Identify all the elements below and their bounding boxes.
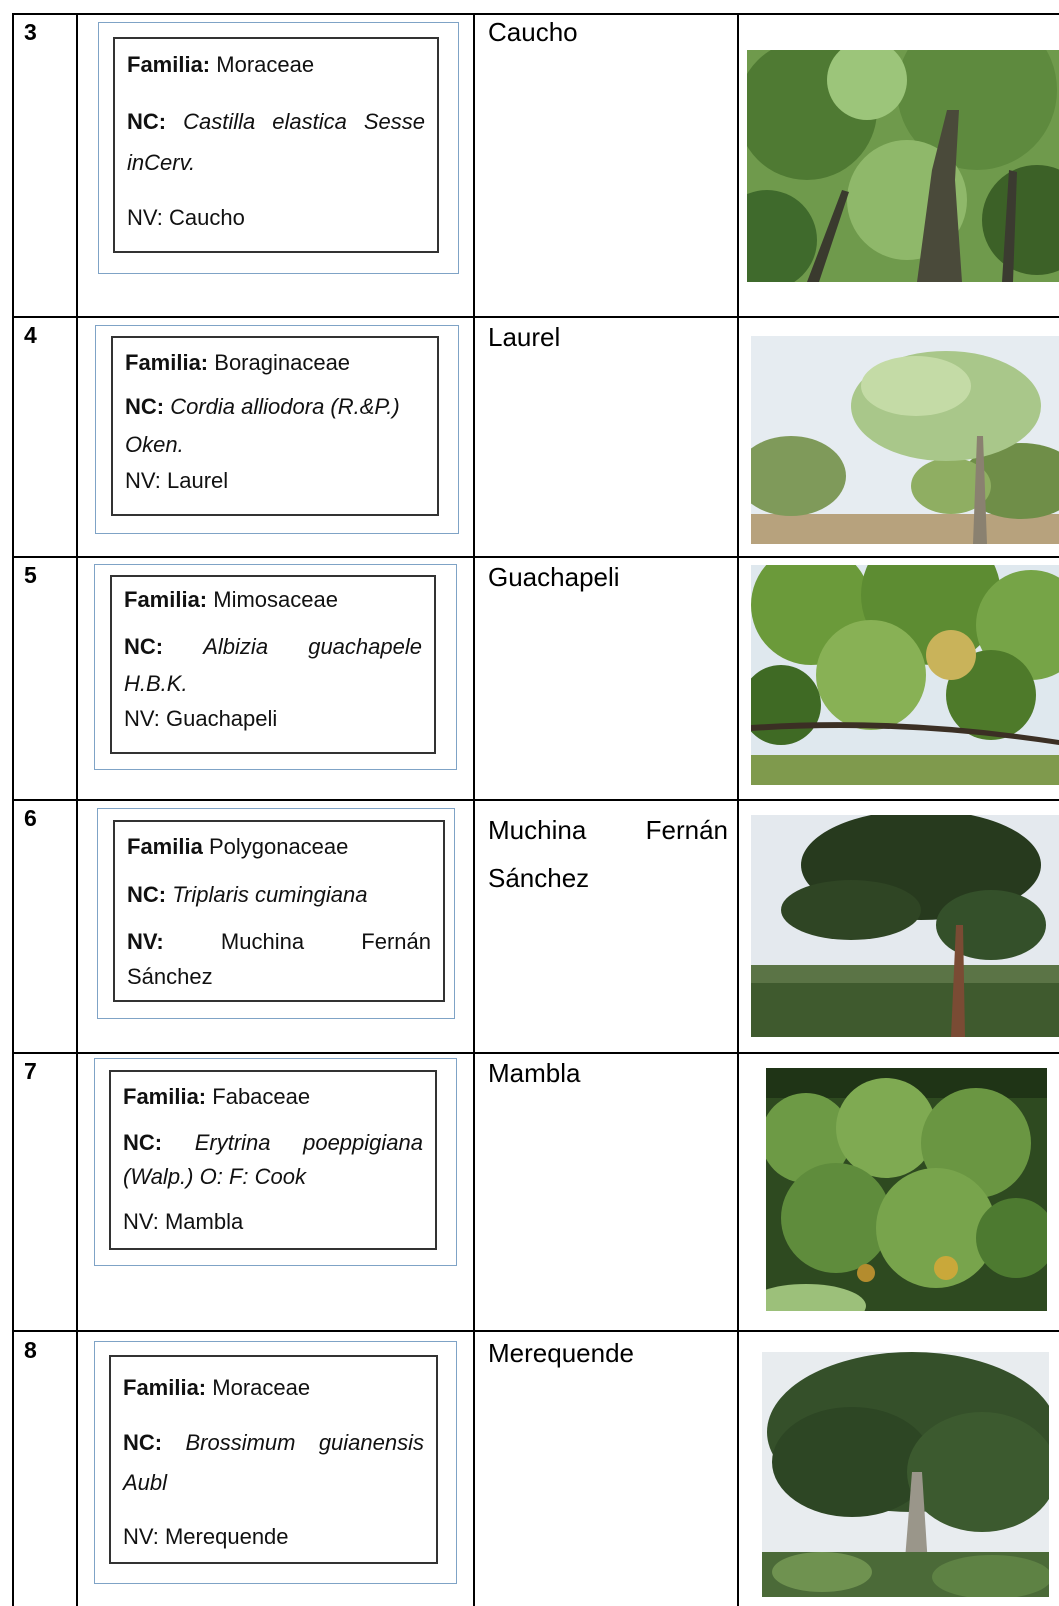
family-value: Fabaceae [212, 1084, 311, 1109]
common-name-word: Sánchez [488, 863, 590, 893]
scientific-name-label: NC: [125, 394, 165, 419]
common-name: Caucho [488, 17, 578, 47]
row-divider [12, 316, 1059, 318]
scientific-name-line: Triplaris cumingiana [172, 882, 368, 907]
column-divider [12, 14, 14, 1606]
tree-photo-laurel [751, 336, 1059, 544]
row-number: 8 [24, 1337, 37, 1363]
family-value: Moraceae [216, 52, 315, 77]
row-number: 7 [24, 1058, 37, 1084]
vernacular-name-value: Merequende [164, 1524, 289, 1549]
label-card-frame [94, 1341, 457, 1584]
family-label: Familia: [125, 350, 209, 375]
tree-photo-mambla [766, 1068, 1047, 1311]
tree-photo-merequende [762, 1352, 1049, 1597]
row-number: 5 [24, 562, 37, 588]
label-card: Familia: Fabaceae NC: Erytrina poeppigiana… [109, 1070, 437, 1250]
common-name-word: Muchina [488, 815, 587, 845]
label-card-frame [94, 564, 457, 770]
column-divider [76, 14, 78, 1606]
scientific-name-line: Oken. [125, 432, 184, 457]
label-card: Familia: Moraceae NC: Castilla elastica Ses… [113, 37, 439, 253]
tree-photo-muchina [751, 815, 1059, 1037]
scientific-name-line: H.B.K. [124, 671, 188, 696]
scientific-name-label: NC: [124, 634, 164, 659]
scientific-name-word: Erytrina [194, 1130, 271, 1155]
scientific-name-word: Castilla [183, 109, 256, 134]
row-number: 6 [24, 805, 37, 831]
scientific-name-word: Brossimum [185, 1430, 296, 1455]
family-label: Familia: [123, 1084, 207, 1109]
column-divider [473, 14, 475, 1606]
family-value: Mimosaceae [213, 587, 338, 612]
label-card: Familia: Mimosaceae NC: Albizia guachapele… [110, 575, 436, 754]
row-number: 3 [24, 19, 37, 45]
common-name: Guachapeli [488, 562, 620, 592]
column-divider [737, 14, 739, 1606]
row-divider [12, 1052, 1059, 1054]
scientific-name-word: Sesse [363, 109, 425, 134]
label-card-frame [98, 22, 459, 274]
label-card-frame [94, 1058, 457, 1266]
label-card-frame [97, 808, 455, 1019]
family-label: Familia [127, 834, 203, 859]
family-value: Boraginaceae [214, 350, 351, 375]
vernacular-name-label: NV: [127, 205, 163, 230]
scientific-name-word: Albizia [203, 634, 269, 659]
common-name: Laurel [488, 322, 561, 352]
family-label: Familia: [127, 52, 211, 77]
vernacular-name-value: Laurel [166, 468, 229, 493]
family-label: Familia: [123, 1375, 207, 1400]
common-name-word: Fernán [645, 815, 728, 845]
vernacular-name-label: NV: [125, 468, 161, 493]
label-card: Familia: Moraceae NC: Brossimum guianensis… [109, 1355, 438, 1564]
row-divider [12, 556, 1059, 558]
scientific-name-line: Cordia alliodora (R.&P.) [170, 394, 400, 419]
vernacular-name-value: Mambla [164, 1209, 244, 1234]
vernacular-name-value: Caucho [168, 205, 245, 230]
scientific-name-line: inCerv. [127, 150, 196, 175]
vernacular-name-word: Fernán [361, 929, 431, 954]
vernacular-name-line: Sánchez [127, 964, 213, 989]
tree-photo-caucho [747, 50, 1059, 282]
row-divider [12, 1330, 1059, 1332]
scientific-name-word: elastica [272, 109, 347, 134]
scientific-name-word: guachapele [308, 634, 422, 659]
common-name: Merequende [488, 1338, 634, 1368]
scientific-name-word: poeppigiana [303, 1130, 423, 1155]
vernacular-name-label: NV: [127, 929, 164, 954]
scientific-name-line: Aubl [123, 1470, 168, 1495]
scientific-name-label: NC: [127, 109, 167, 134]
label-card: Familia: Boraginaceae NC: Cordia alliodo… [111, 336, 439, 516]
vernacular-name-label: NV: [123, 1524, 159, 1549]
scientific-name-word: guianensis [318, 1430, 424, 1455]
vernacular-name-value: Guachapeli [165, 706, 278, 731]
row-number: 4 [24, 322, 37, 348]
row-divider [12, 799, 1059, 801]
tree-photo-guachapeli [751, 565, 1059, 785]
vernacular-name-label: NV: [124, 706, 160, 731]
vernacular-name-word: Muchina [220, 929, 305, 954]
common-name: Mambla [488, 1058, 581, 1088]
table-top-rule [12, 13, 1059, 15]
vernacular-name-label: NV: [123, 1209, 159, 1234]
label-card-frame [95, 325, 459, 534]
scientific-name-line: (Walp.) O: F: Cook [123, 1164, 306, 1189]
family-label: Familia: [124, 587, 208, 612]
scientific-name-label: NC: [127, 882, 167, 907]
scientific-name-label: NC: [123, 1130, 163, 1155]
family-value: Moraceae [212, 1375, 311, 1400]
label-card: Familia Polygonaceae NC: Triplaris cumin… [113, 820, 445, 1002]
family-value: Polygonaceae [208, 834, 349, 859]
scientific-name-label: NC: [123, 1430, 163, 1455]
